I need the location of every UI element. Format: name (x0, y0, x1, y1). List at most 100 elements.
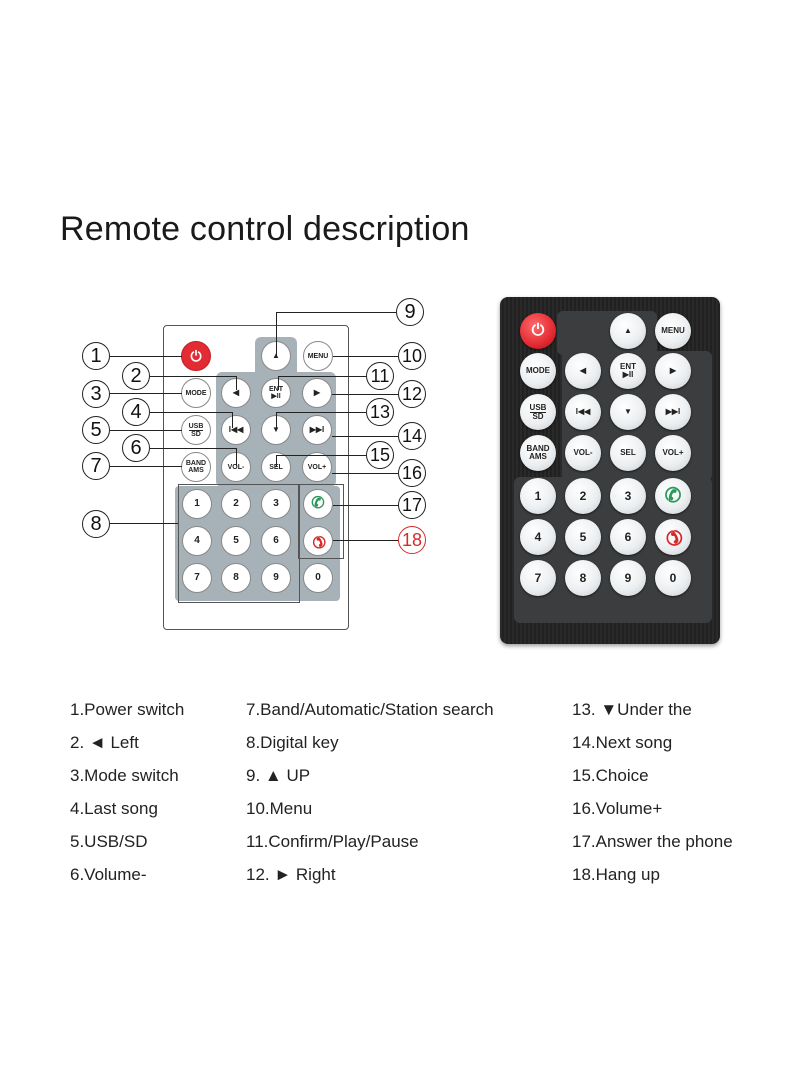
mode-button[interactable]: MODE (181, 378, 211, 408)
photo-up-button[interactable]: ▲ (610, 313, 646, 349)
photo-hangup-button[interactable]: ✆ (655, 519, 691, 555)
photo-sel-button[interactable]: SEL (610, 435, 646, 471)
photo-ent-button[interactable]: ENT ▶II (610, 353, 646, 389)
photo-vol-minus-button[interactable]: VOL- (565, 435, 601, 471)
sel-label: SEL (269, 463, 283, 471)
next-button[interactable]: ▶▶I (302, 415, 332, 445)
callout-1: 1 (82, 342, 110, 370)
photo-number-key[interactable]: 6 (610, 519, 646, 555)
photo-number-key[interactable]: 9 (610, 560, 646, 596)
photo-number-key[interactable]: 5 (565, 519, 601, 555)
callout-14: 14 (398, 422, 426, 450)
callout-3: 3 (82, 380, 110, 408)
power-icon: ⏻ (531, 322, 545, 339)
number-key[interactable]: 5 (221, 526, 251, 556)
sel-label: SEL (620, 448, 636, 457)
photo-left-button[interactable]: ◀ (565, 353, 601, 389)
photo-right-button[interactable]: ▶ (655, 353, 691, 389)
usb-sd-button[interactable]: USB SD (181, 415, 211, 445)
number-label: 2 (233, 498, 239, 509)
menu-label: MENU (661, 326, 685, 335)
photo-number-key[interactable]: 4 (520, 519, 556, 555)
leader-line (333, 540, 399, 541)
number-label: 7 (534, 571, 542, 585)
leader-line (232, 412, 233, 428)
description-item: 13. ▼Under the (572, 700, 692, 719)
number-label: 2 (579, 489, 587, 503)
photo-menu-button[interactable]: MENU (655, 313, 691, 349)
callout-number: 6 (130, 436, 142, 459)
prev-icon: I◀◀ (575, 407, 591, 416)
leader-line (333, 505, 399, 506)
answer-button[interactable]: ✆ (303, 489, 333, 519)
number-key[interactable]: 2 (221, 489, 251, 519)
vol-minus-button[interactable]: VOL- (221, 452, 251, 482)
leader-line (276, 455, 277, 467)
right-button[interactable]: ▶ (302, 378, 332, 408)
photo-mode-button[interactable]: MODE (520, 353, 556, 389)
leader-line (110, 466, 182, 467)
description-item: 5.USB/SD (70, 832, 148, 851)
photo-usb-sd-button[interactable]: USB SD (520, 394, 556, 430)
next-icon: ▶▶I (665, 407, 681, 416)
description-item: 8.Digital key (246, 733, 339, 752)
photo-number-key[interactable]: 2 (565, 478, 601, 514)
photo-number-key[interactable]: 7 (520, 560, 556, 596)
photo-next-button[interactable]: ▶▶I (655, 394, 691, 430)
photo-number-key[interactable]: 3 (610, 478, 646, 514)
leader-line (110, 523, 178, 524)
number-key[interactable]: 1 (182, 489, 212, 519)
callout-number: 11 (370, 365, 390, 386)
menu-label: MENU (307, 352, 329, 360)
callout-15: 15 (366, 441, 394, 469)
keypad-frame (178, 484, 300, 603)
number-label: 7 (194, 572, 200, 583)
leader-line (333, 356, 399, 357)
band-ams-button[interactable]: BAND AMS (181, 452, 211, 482)
description-item: 6.Volume- (70, 865, 147, 884)
photo-number-key[interactable]: 8 (565, 560, 601, 596)
number-key[interactable]: 9 (261, 563, 291, 593)
photo-number-key[interactable]: 1 (520, 478, 556, 514)
callout-11: 11 (366, 362, 394, 390)
leader-line (150, 376, 236, 377)
photo-answer-button[interactable]: ✆ (655, 478, 691, 514)
power-icon: ⏻ (190, 348, 202, 364)
menu-button[interactable]: MENU (303, 341, 333, 371)
number-label: 8 (233, 572, 239, 583)
callout-number: 10 (401, 345, 423, 366)
callout-18: 18 (398, 526, 426, 554)
number-key[interactable]: 0 (303, 563, 333, 593)
callout-13: 13 (366, 398, 394, 426)
photo-prev-button[interactable]: I◀◀ (565, 394, 601, 430)
prev-button[interactable]: I◀◀ (221, 415, 251, 445)
photo-vol-plus-button[interactable]: VOL+ (655, 435, 691, 471)
number-key[interactable]: 7 (182, 563, 212, 593)
callout-7: 7 (82, 452, 110, 480)
leader-line (276, 312, 396, 313)
number-label: 1 (194, 498, 200, 509)
vol-plus-button[interactable]: VOL+ (302, 452, 332, 482)
leader-line (276, 455, 366, 456)
number-key[interactable]: 6 (261, 526, 291, 556)
ent-play-pause-button[interactable]: ENT ▶II (261, 378, 291, 408)
number-label: 6 (624, 530, 632, 544)
photo-band-ams-button[interactable]: BAND AMS (520, 435, 556, 471)
description-column-1: 1.Power switch 2. ◄ Left 3.Mode switch 4… (70, 693, 184, 891)
number-label: 3 (624, 489, 632, 503)
leader-line (110, 356, 182, 357)
number-label: 9 (273, 572, 279, 583)
number-label: 8 (579, 571, 587, 585)
number-key[interactable]: 4 (182, 526, 212, 556)
photo-number-key[interactable]: 0 (655, 560, 691, 596)
number-key[interactable]: 8 (221, 563, 251, 593)
power-button[interactable]: ⏻ (181, 341, 211, 371)
number-key[interactable]: 3 (261, 489, 291, 519)
number-label: 0 (669, 571, 677, 585)
usb-label: USB (188, 422, 204, 431)
callout-number: 2 (130, 364, 142, 387)
photo-down-button[interactable]: ▼ (610, 394, 646, 430)
photo-power-button[interactable]: ⏻ (520, 313, 556, 349)
vol-minus-label: VOL- (227, 463, 245, 471)
leader-line (276, 412, 277, 430)
